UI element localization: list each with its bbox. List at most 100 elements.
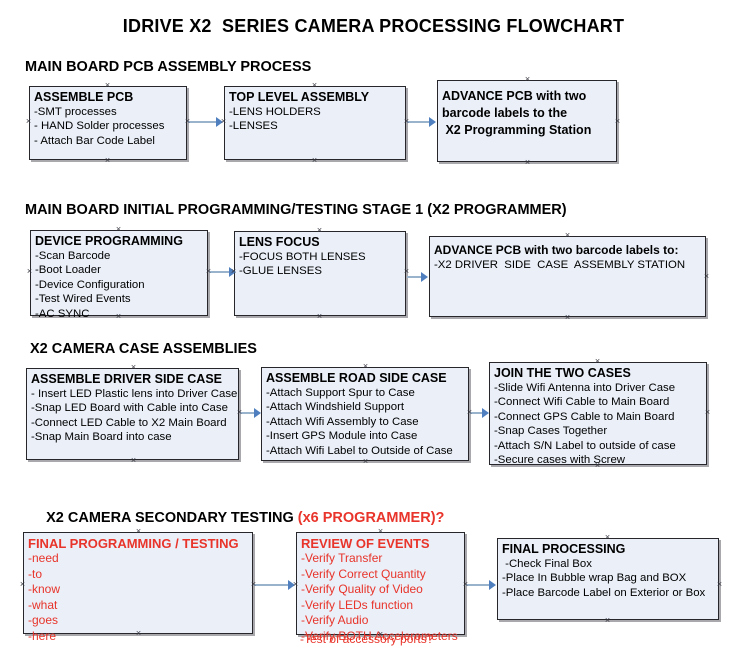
box-line: -Check Final Box xyxy=(502,558,592,570)
box-line: -Connect GPS Cable to Main Board xyxy=(494,410,675,423)
connection-point-marker xyxy=(25,118,32,125)
box-line: -here xyxy=(28,628,57,643)
box-final-processing[interactable]: FINAL PROCESSING -Check Final Box -Place… xyxy=(497,538,719,620)
connection-point-marker xyxy=(524,159,531,166)
box-assemble-driver-side-case[interactable]: ASSEMBLE DRIVER SIDE CASE - Insert LED P… xyxy=(26,368,239,460)
box-line: -what xyxy=(28,597,58,612)
connection-point-marker xyxy=(250,581,257,588)
connection-point-marker xyxy=(292,581,299,588)
box-assemble-pcb[interactable]: ASSEMBLE PCB -SMT processes - HAND Solde… xyxy=(29,86,187,160)
connection-point-marker xyxy=(716,581,723,588)
connector-line xyxy=(470,412,483,414)
box-line: -Verify BOTH Accelerometers xyxy=(301,628,458,643)
connector-line xyxy=(209,271,230,273)
box-device-programming[interactable]: DEVICE PROGRAMMING -Scan Barcode -Boot L… xyxy=(30,230,208,320)
box-assemble-road-side-case[interactable]: ASSEMBLE ROAD SIDE CASE -Attach Support … xyxy=(261,367,469,461)
box-line: -need xyxy=(28,551,59,565)
connector-line xyxy=(407,121,430,123)
box-title: ASSEMBLE PCB xyxy=(34,90,134,104)
box-title: ASSEMBLE ROAD SIDE CASE xyxy=(266,371,447,385)
box-top-level-assembly[interactable]: TOP LEVEL ASSEMBLY -LENS HOLDERS -LENSES xyxy=(224,86,406,160)
connection-point-marker xyxy=(564,314,571,321)
connection-point-marker xyxy=(604,534,611,541)
section-heading-x2-camera-case-assemblies: X2 CAMERA CASE ASSEMBLIES xyxy=(30,341,257,357)
box-line: -Verify Quality of Video xyxy=(301,582,423,596)
box-line: -AC SYNC xyxy=(35,307,90,320)
connection-point-marker xyxy=(115,313,122,320)
section-heading-x2-camera-secondary-testing: X2 CAMERA SECONDARY TESTING (x6 PROGRAMM… xyxy=(30,494,444,542)
connection-point-marker xyxy=(362,458,369,465)
connection-point-marker xyxy=(104,157,111,164)
connection-point-marker xyxy=(230,268,237,275)
box-advance-pcb-to-x2-programming-station[interactable]: ADVANCE PCB with two barcode labels to t… xyxy=(437,80,617,162)
box-title: ADVANCE PCB with two barcode labels to: xyxy=(434,243,679,257)
box-line: -SMT processes xyxy=(34,106,117,118)
box-title: TOP LEVEL ASSEMBLY xyxy=(229,90,370,104)
connection-point-marker xyxy=(564,232,571,239)
box-title: JOIN THE TWO CASES xyxy=(494,366,631,380)
box-review-of-events[interactable]: REVIEW OF EVENTS -Verify Transfer -Verif… xyxy=(296,532,465,643)
connection-point-marker xyxy=(704,409,711,416)
box-line: - Attach Bar Code Label xyxy=(34,134,155,147)
box-line: -Snap LED Board with Cable into Case xyxy=(31,402,228,415)
connection-point-marker xyxy=(524,76,531,83)
connection-point-marker xyxy=(377,631,384,638)
box-final-programming-testing[interactable]: FINAL PROGRAMMING / TESTING -need -to -k… xyxy=(23,532,253,643)
box-title: DEVICE PROGRAMMING xyxy=(35,234,183,248)
box-lens-focus[interactable]: LENS FOCUS -FOCUS BOTH LENSES -GLUE LENS… xyxy=(234,231,406,316)
connection-point-marker xyxy=(135,528,142,535)
box-line: -Test Wired Events xyxy=(35,293,131,306)
box-title: FINAL PROCESSING xyxy=(502,542,626,556)
connection-point-marker xyxy=(377,528,384,535)
box-line: -Verify Correct Quantity xyxy=(301,566,426,581)
connection-point-marker xyxy=(130,364,137,371)
connector-line xyxy=(254,584,288,586)
connection-point-marker xyxy=(316,227,323,234)
box-line: -LENSES xyxy=(229,120,278,133)
connection-point-marker xyxy=(604,617,611,624)
connection-point-marker xyxy=(135,630,142,637)
box-line-overflow: -Test of accessory ports? xyxy=(300,632,434,646)
box-line: -Snap Cases Together xyxy=(494,425,608,438)
box-line: -LENS HOLDERS xyxy=(229,106,321,118)
box-line: -Attach Wifi Label to Outside of Case xyxy=(266,444,453,457)
box-line: -X2 DRIVER SIDE CASE ASSEMBLY STATION xyxy=(434,259,686,271)
box-join-the-two-cases[interactable]: JOIN THE TWO CASES -Slide Wifi Antenna i… xyxy=(489,362,707,467)
box-line: -goes xyxy=(28,613,59,627)
box-line: -Slide Wifi Antenna into Driver Case xyxy=(494,382,676,394)
box-line: -Verify Audio xyxy=(301,613,369,627)
arrow-head-icon xyxy=(429,117,436,127)
connection-point-marker xyxy=(403,118,410,125)
box-title: LENS FOCUS xyxy=(239,235,320,249)
connection-point-marker xyxy=(316,313,323,320)
connection-point-marker xyxy=(703,273,710,280)
connector-line xyxy=(407,276,422,278)
box-line: -Attach Support Spur to Case xyxy=(266,387,415,399)
connection-point-marker xyxy=(130,457,137,464)
connection-point-marker xyxy=(362,363,369,370)
connection-point-marker xyxy=(594,462,601,469)
section-heading-main-board-pcb-assembly-process: MAIN BOARD PCB ASSEMBLY PROCESS xyxy=(25,59,312,75)
box-line: -FOCUS BOTH LENSES xyxy=(239,251,366,263)
box-line: -Snap Main Board into case xyxy=(31,431,172,444)
page-title: IDRIVE X2 SERIES CAMERA PROCESSING FLOWC… xyxy=(122,16,625,36)
box-line: -Verify Transfer xyxy=(301,551,383,565)
box-line: -Insert GPS Module into Case xyxy=(266,430,418,443)
connector-line xyxy=(466,584,490,586)
connection-point-marker xyxy=(614,118,621,125)
connection-point-marker xyxy=(311,157,318,164)
connection-point-marker xyxy=(466,409,473,416)
box-line: -Secure cases with Screw xyxy=(494,454,626,467)
connection-point-marker xyxy=(403,268,410,275)
connector-line xyxy=(188,121,217,123)
connection-point-marker xyxy=(19,581,26,588)
connection-point-marker xyxy=(26,268,33,275)
section-heading-main-board-initial-programming-testing-stage-1: MAIN BOARD INITIAL PROGRAMMING/TESTING S… xyxy=(25,202,567,218)
box-line: -Boot Loader xyxy=(35,264,101,277)
connector-line xyxy=(240,412,255,414)
arrow-head-icon xyxy=(421,272,428,282)
connection-point-marker xyxy=(236,409,243,416)
box-advance-pcb-to-driver-side-case-assembly[interactable]: ADVANCE PCB with two barcode labels to: … xyxy=(429,236,706,317)
connection-point-marker xyxy=(205,268,212,275)
